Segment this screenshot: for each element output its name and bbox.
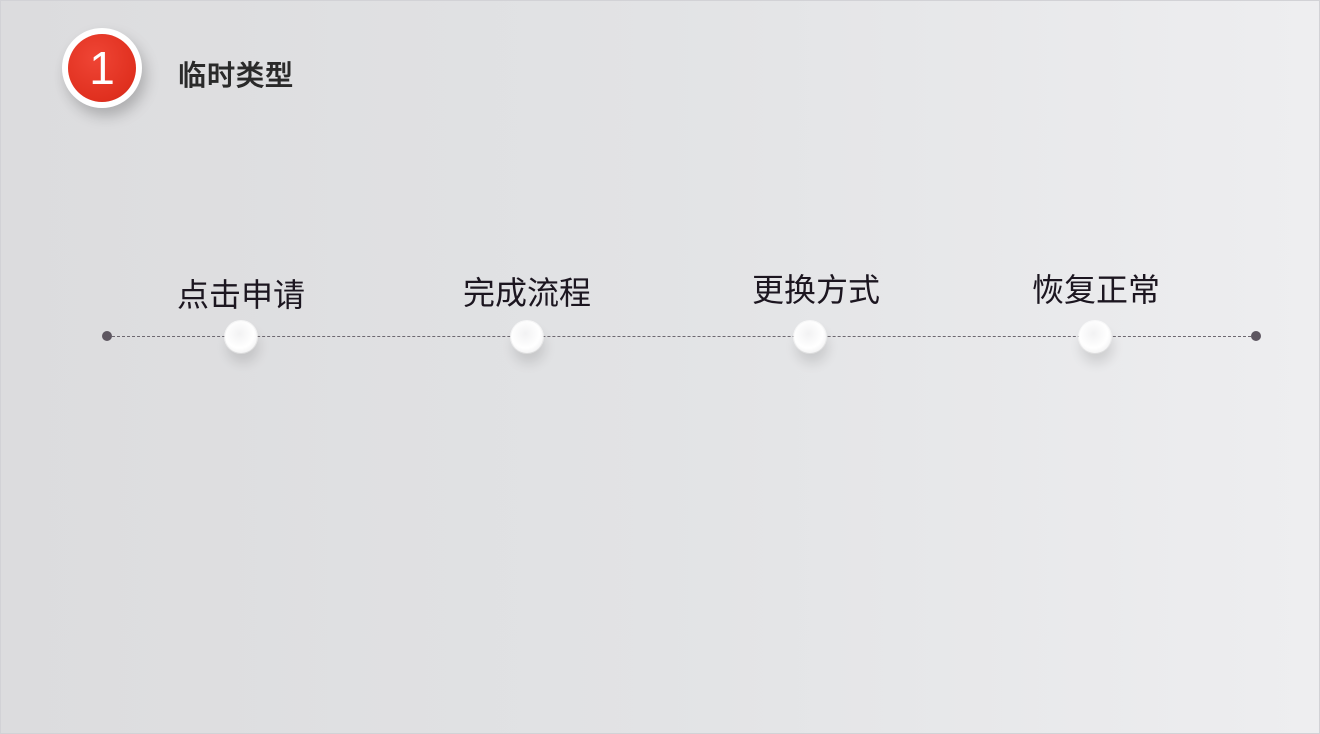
step-label-complete: 完成流程 — [462, 274, 592, 312]
section-title: 临时类型 — [178, 59, 295, 92]
timeline-end-dot — [1251, 331, 1261, 341]
step-label-apply: 点击申请 — [176, 276, 306, 314]
step-node-apply — [225, 321, 257, 353]
timeline-start-dot — [102, 331, 112, 341]
badge-number: 1 — [68, 34, 136, 102]
step-node-complete — [511, 321, 543, 353]
step-node-change — [794, 321, 826, 353]
step-number-badge: 1 — [62, 28, 142, 108]
step-label-restore: 恢复正常 — [1031, 271, 1161, 309]
step-node-restore — [1079, 321, 1111, 353]
timeline-line — [107, 336, 1256, 337]
step-label-change: 更换方式 — [751, 271, 881, 309]
